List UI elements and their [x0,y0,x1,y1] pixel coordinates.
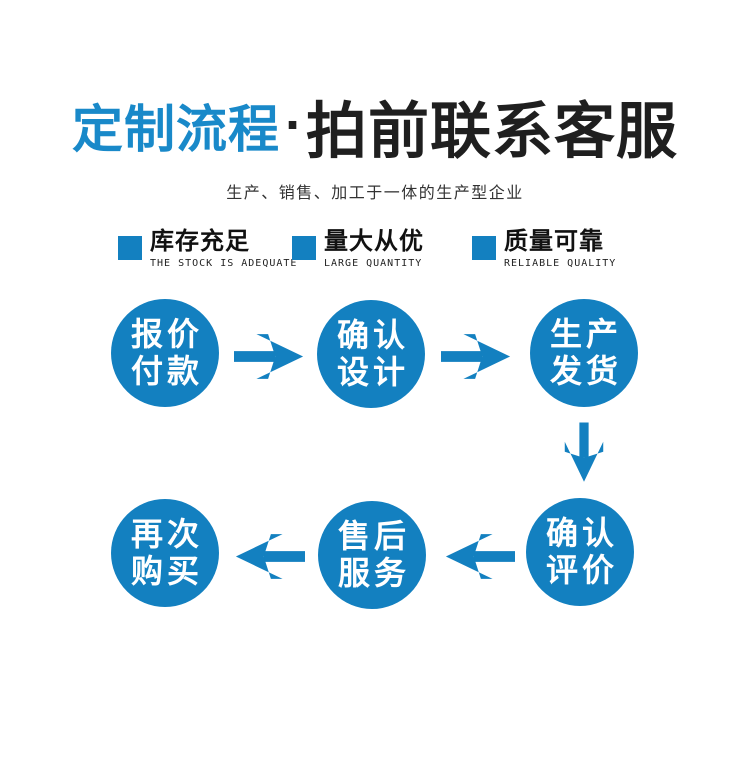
step-line2: 设计 [336,354,409,390]
feature-label: 质量可靠 [504,228,604,255]
feature-label: 库存充足 [150,228,250,255]
arrow-left-icon [235,534,305,579]
blue-square-icon [118,236,142,260]
feature-badge-stock: 库存充足 THE STOCK IS ADEQUATE [118,228,297,269]
flow-step-after-sales-service: 售后 服务 [318,501,426,609]
title-separator-dot: · [285,95,303,155]
step-line1: 生产 [549,316,622,352]
step-line2: 评价 [545,552,618,588]
step-line2: 购买 [130,553,203,589]
arrow-left-icon [445,534,515,579]
feature-sublabel: RELIABLE QUALITY [504,258,617,269]
title-highlight: 定制流程 [71,101,280,158]
feature-sublabel: LARGE QUANTITY [324,258,423,269]
arrow-right-icon [234,334,304,379]
step-line1: 确认 [336,317,409,353]
flow-step-production-shipping: 生产 发货 [530,299,638,407]
flow-step-confirm-review: 确认 评价 [526,498,634,606]
flow-step-quote-payment: 报价 付款 [111,299,219,407]
blue-square-icon [292,236,316,260]
page-title: 定制流程 · 拍前联系客服 [0,86,750,165]
step-line2: 付款 [130,353,203,389]
step-line1: 再次 [130,516,203,552]
feature-text: 量大从优 LARGE QUANTITY [324,228,424,269]
arrow-right-icon [441,334,511,379]
page-subtitle: 生产、销售、加工于一体的生产型企业 [226,185,524,202]
feature-text: 质量可靠 RELIABLE QUALITY [504,228,616,269]
arrow-down-icon [554,422,614,482]
feature-sublabel: THE STOCK IS ADEQUATE [150,258,298,269]
feature-label: 量大从优 [324,228,424,255]
step-line1: 报价 [130,316,203,352]
step-line1: 售后 [337,518,410,554]
step-line2: 服务 [337,555,410,591]
step-line2: 发货 [549,353,622,389]
blue-square-icon [472,236,496,260]
title-rest: 拍前联系客服 [305,96,678,165]
flow-step-confirm-design: 确认 设计 [317,300,425,408]
feature-badge-quantity: 量大从优 LARGE QUANTITY [292,228,424,269]
flow-step-buy-again: 再次 购买 [111,499,219,607]
feature-text: 库存充足 THE STOCK IS ADEQUATE [150,228,297,269]
feature-badge-quality: 质量可靠 RELIABLE QUALITY [472,228,616,269]
step-line1: 确认 [545,515,618,551]
